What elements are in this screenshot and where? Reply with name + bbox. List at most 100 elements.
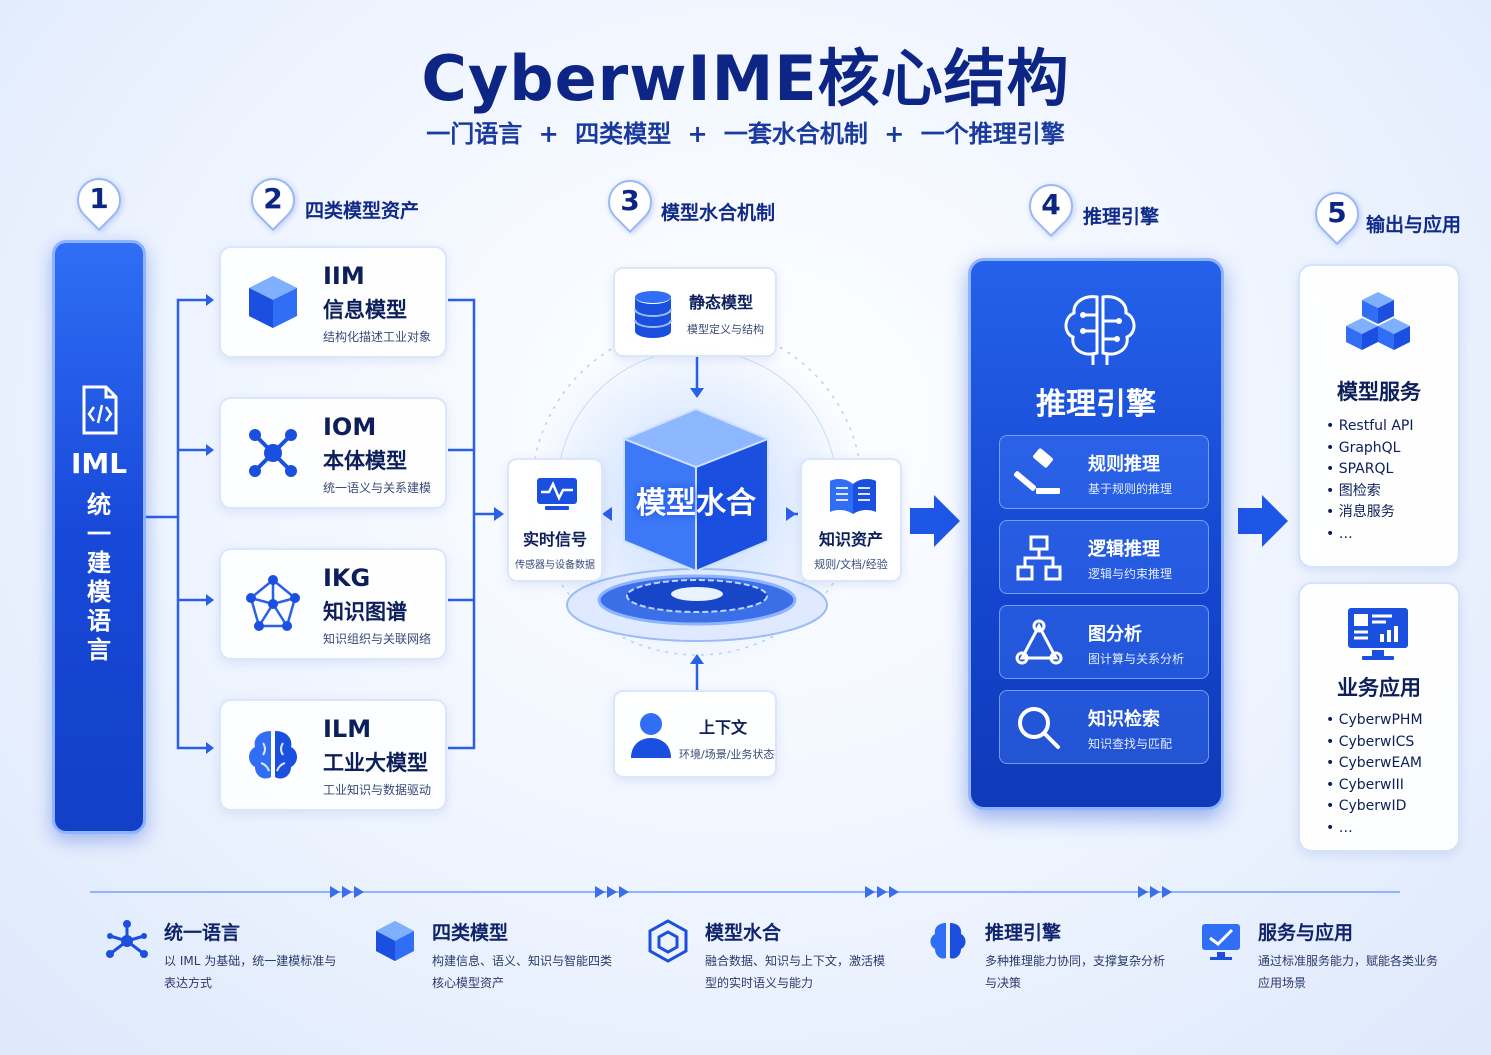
page-title: CyberwIME核心结构 [421,42,1070,115]
summary-title: 四类模型 [432,922,509,944]
step-badge-2: 2 [241,168,305,232]
step-badge-3: 3 [598,170,662,234]
cube-icon [249,276,297,328]
engine-item-graph-analysis[interactable]: 图分析 图计算与关系分析 [999,605,1209,679]
output-list-item: … [1326,524,1414,546]
open-book-icon [830,479,876,514]
model-name: 信息模型 [323,298,407,322]
summary-services: 服务与应用 通过标准服务能力，赋能各类业务应用场景 [1198,918,1448,998]
model-name: 本体模型 [323,449,407,473]
code-file-icon [82,385,118,435]
triangle-graph-icon [1015,619,1063,665]
database-icon [634,291,672,338]
static-model-desc: 模型定义与结构 [687,323,764,336]
engine-item-desc: 逻辑与约束推理 [1088,567,1173,581]
output-list-item: CyberwPHM [1326,710,1423,732]
stacked-cubes-icon [1346,292,1410,350]
step-label-4: 推理引擎 [1083,206,1160,228]
network-nodes-icon [249,429,297,477]
model-card-iom[interactable]: IOM 本体模型 统一语义与关系建模 [219,397,447,509]
person-icon [631,713,671,758]
output-card-model-service[interactable]: 模型服务 Restful API GraphQL SPARQL 图检索 消息服务… [1298,264,1460,568]
summary-title: 推理引擎 [985,922,1062,944]
page-subtitle: 一门语言 + 四类模型 + 一套水合机制 + 一个推理引擎 [426,120,1065,148]
step-label-3: 模型水合机制 [661,202,776,224]
magnifier-icon [1018,707,1060,749]
step-badge-4: 4 [1019,174,1083,238]
step-label-5: 输出与应用 [1366,214,1462,236]
model-desc: 工业知识与数据驱动 [323,783,432,797]
output-list: CyberwPHM CyberwICS CyberwEAM CyberwIII … [1326,710,1423,840]
summary-reasoning-engine: 推理引擎 多种推理能力协同，支撑复杂分析与决策 [925,918,1175,998]
knowledge-asset-desc: 规则/文档/经验 [814,558,888,571]
output-list-item: 图检索 [1326,481,1414,503]
summary-hydration: 模型水合 融合数据、知识与上下文，激活模型的实时语义与能力 [645,918,905,998]
output-list-item: GraphQL [1326,438,1414,460]
iml-name: IML [70,447,128,480]
output-list: Restful API GraphQL SPARQL 图检索 消息服务 … [1326,416,1414,546]
output-list-item: … [1326,818,1423,840]
output-list-item: SPARQL [1326,459,1414,481]
hydration-cube [623,407,769,573]
model-card-iim[interactable]: IIM 信息模型 结构化描述工业对象 [219,246,447,358]
output-list-item: Restful API [1326,416,1414,438]
context-title: 上下文 [699,718,748,737]
engine-item-knowledge-retrieval[interactable]: 知识检索 知识查找与匹配 [999,690,1209,764]
summary-four-models: 四类模型 构建信息、语义、知识与智能四类核心模型资产 [372,918,622,998]
output-title: 模型服务 [1337,380,1421,404]
monitor-icon [1202,924,1240,960]
dashboard-monitor-icon [1348,608,1408,660]
engine-item-logic-reasoning[interactable]: 逻辑推理 逻辑与约束推理 [999,520,1209,594]
engine-item-title: 逻辑推理 [1088,539,1160,560]
hierarchy-icon [1016,535,1062,581]
cube-icon [376,921,414,961]
model-name: 知识图谱 [323,600,407,624]
output-title: 业务应用 [1337,676,1421,700]
engine-item-desc: 知识查找与匹配 [1088,737,1173,751]
step-badge-1: 1 [67,168,131,232]
summary-unified-language: 统一语言 以 IML 为基础，统一建模标准与表达方式 [104,918,354,998]
hex-cube-icon [648,919,688,963]
model-code: IOM [323,413,377,441]
reasoning-engine-panel: 推理引擎 规则推理 基于规则的推理 逻辑推理 逻辑与约束推理 图分析 图计算与关… [968,258,1224,810]
static-model-card[interactable]: 静态模型 模型定义与结构 [613,267,777,357]
context-card[interactable]: 上下文 环境/场景/业务状态 [613,690,777,778]
model-card-ikg[interactable]: IKG 知识图谱 知识组织与关联网络 [219,548,447,660]
summary-title: 模型水合 [705,922,782,944]
brain-circuit-icon [1064,295,1136,365]
brain-icon [930,923,966,959]
summary-desc: 以 IML 为基础，统一建模标准与表达方式 [164,954,337,990]
model-code: IKG [323,564,371,592]
engine-title: 推理引擎 [1036,387,1156,422]
summary-title: 统一语言 [164,922,241,944]
knowledge-asset-card[interactable]: 知识资产 规则/文档/经验 [800,458,902,582]
engine-item-desc: 基于规则的推理 [1088,482,1173,496]
realtime-signal-desc: 传感器与设备数据 [515,560,595,571]
output-list-item: CyberwICS [1326,732,1423,754]
graph-icon [246,575,300,631]
step-label-2: 四类模型资产 [305,200,420,222]
iml-full-name: 统一建模语言 [87,491,111,664]
engine-item-desc: 图计算与关系分析 [1088,652,1185,666]
realtime-signal-title: 实时信号 [522,530,587,549]
context-desc: 环境/场景/业务状态 [679,748,775,761]
realtime-signal-card[interactable]: 实时信号 传感器与设备数据 [507,458,603,582]
engine-item-rule-reasoning[interactable]: 规则推理 基于规则的推理 [999,435,1209,509]
model-name: 工业大模型 [323,751,428,775]
engine-item-title: 规则推理 [1088,454,1160,475]
model-desc: 统一语义与关系建模 [323,481,432,495]
model-desc: 知识组织与关联网络 [323,632,432,646]
engine-item-title: 知识检索 [1088,709,1160,730]
static-model-title: 静态模型 [689,293,754,312]
output-list-item: 消息服务 [1326,502,1414,524]
knowledge-asset-title: 知识资产 [818,530,883,549]
model-desc: 结构化描述工业对象 [323,330,432,344]
step-badge-5: 5 [1305,182,1369,246]
model-code: IIM [323,262,365,290]
network-icon [106,920,148,958]
monitor-pulse-icon [537,478,577,510]
summary-desc: 通过标准服务能力，赋能各类业务应用场景 [1258,954,1439,990]
model-card-ilm[interactable]: ILM 工业大模型 工业知识与数据驱动 [219,699,447,811]
summary-title: 服务与应用 [1258,922,1354,944]
output-card-business-app[interactable]: 业务应用 CyberwPHM CyberwICS CyberwEAM Cyber… [1298,582,1460,852]
